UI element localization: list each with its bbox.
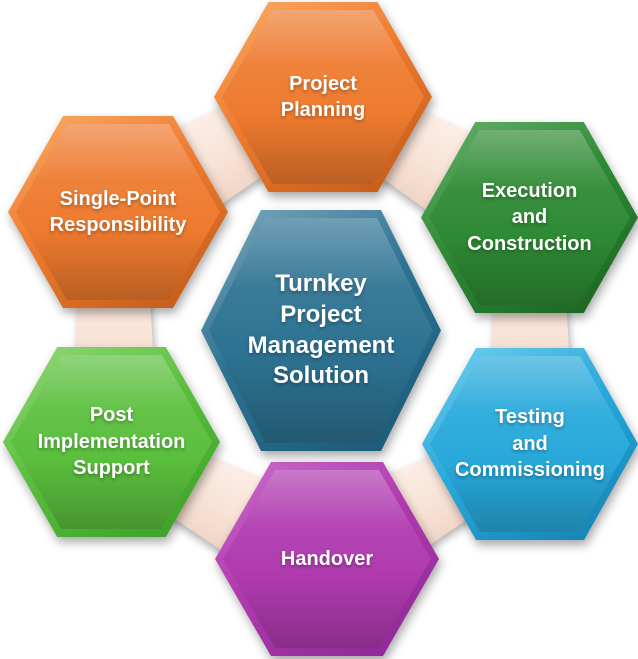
- hexagon-single-point-responsibility: Single-Point Responsibility: [8, 116, 228, 308]
- diagram-title: Turnkey Project Management Solution: [247, 270, 395, 390]
- hexagon-handover: Handover: [215, 462, 439, 656]
- hexagon-execution-and-construction: Execution and Construction: [421, 122, 638, 313]
- hexagon-face: [11, 355, 212, 529]
- hexagon-face: [429, 130, 630, 305]
- hexagon-label: Post Implementation Support: [37, 404, 186, 480]
- hexagon-project-planning: Project Planning: [214, 2, 432, 192]
- hexagon-testing-and-commissioning: Testing and Commissioning: [422, 348, 638, 540]
- hexagon-turnkey-center: Turnkey Project Management Solution: [201, 210, 441, 451]
- hexagon-label: Testing and Commissioning: [454, 406, 605, 482]
- hexagon-label: Project Planning: [280, 72, 366, 121]
- hexagon-label: Execution and Construction: [467, 179, 592, 255]
- hexagon-label: Single-Point Responsibility: [49, 187, 187, 236]
- hexagon-post-implementation-support: Post Implementation Support: [3, 347, 220, 537]
- hexagon-label: Handover: [280, 547, 374, 570]
